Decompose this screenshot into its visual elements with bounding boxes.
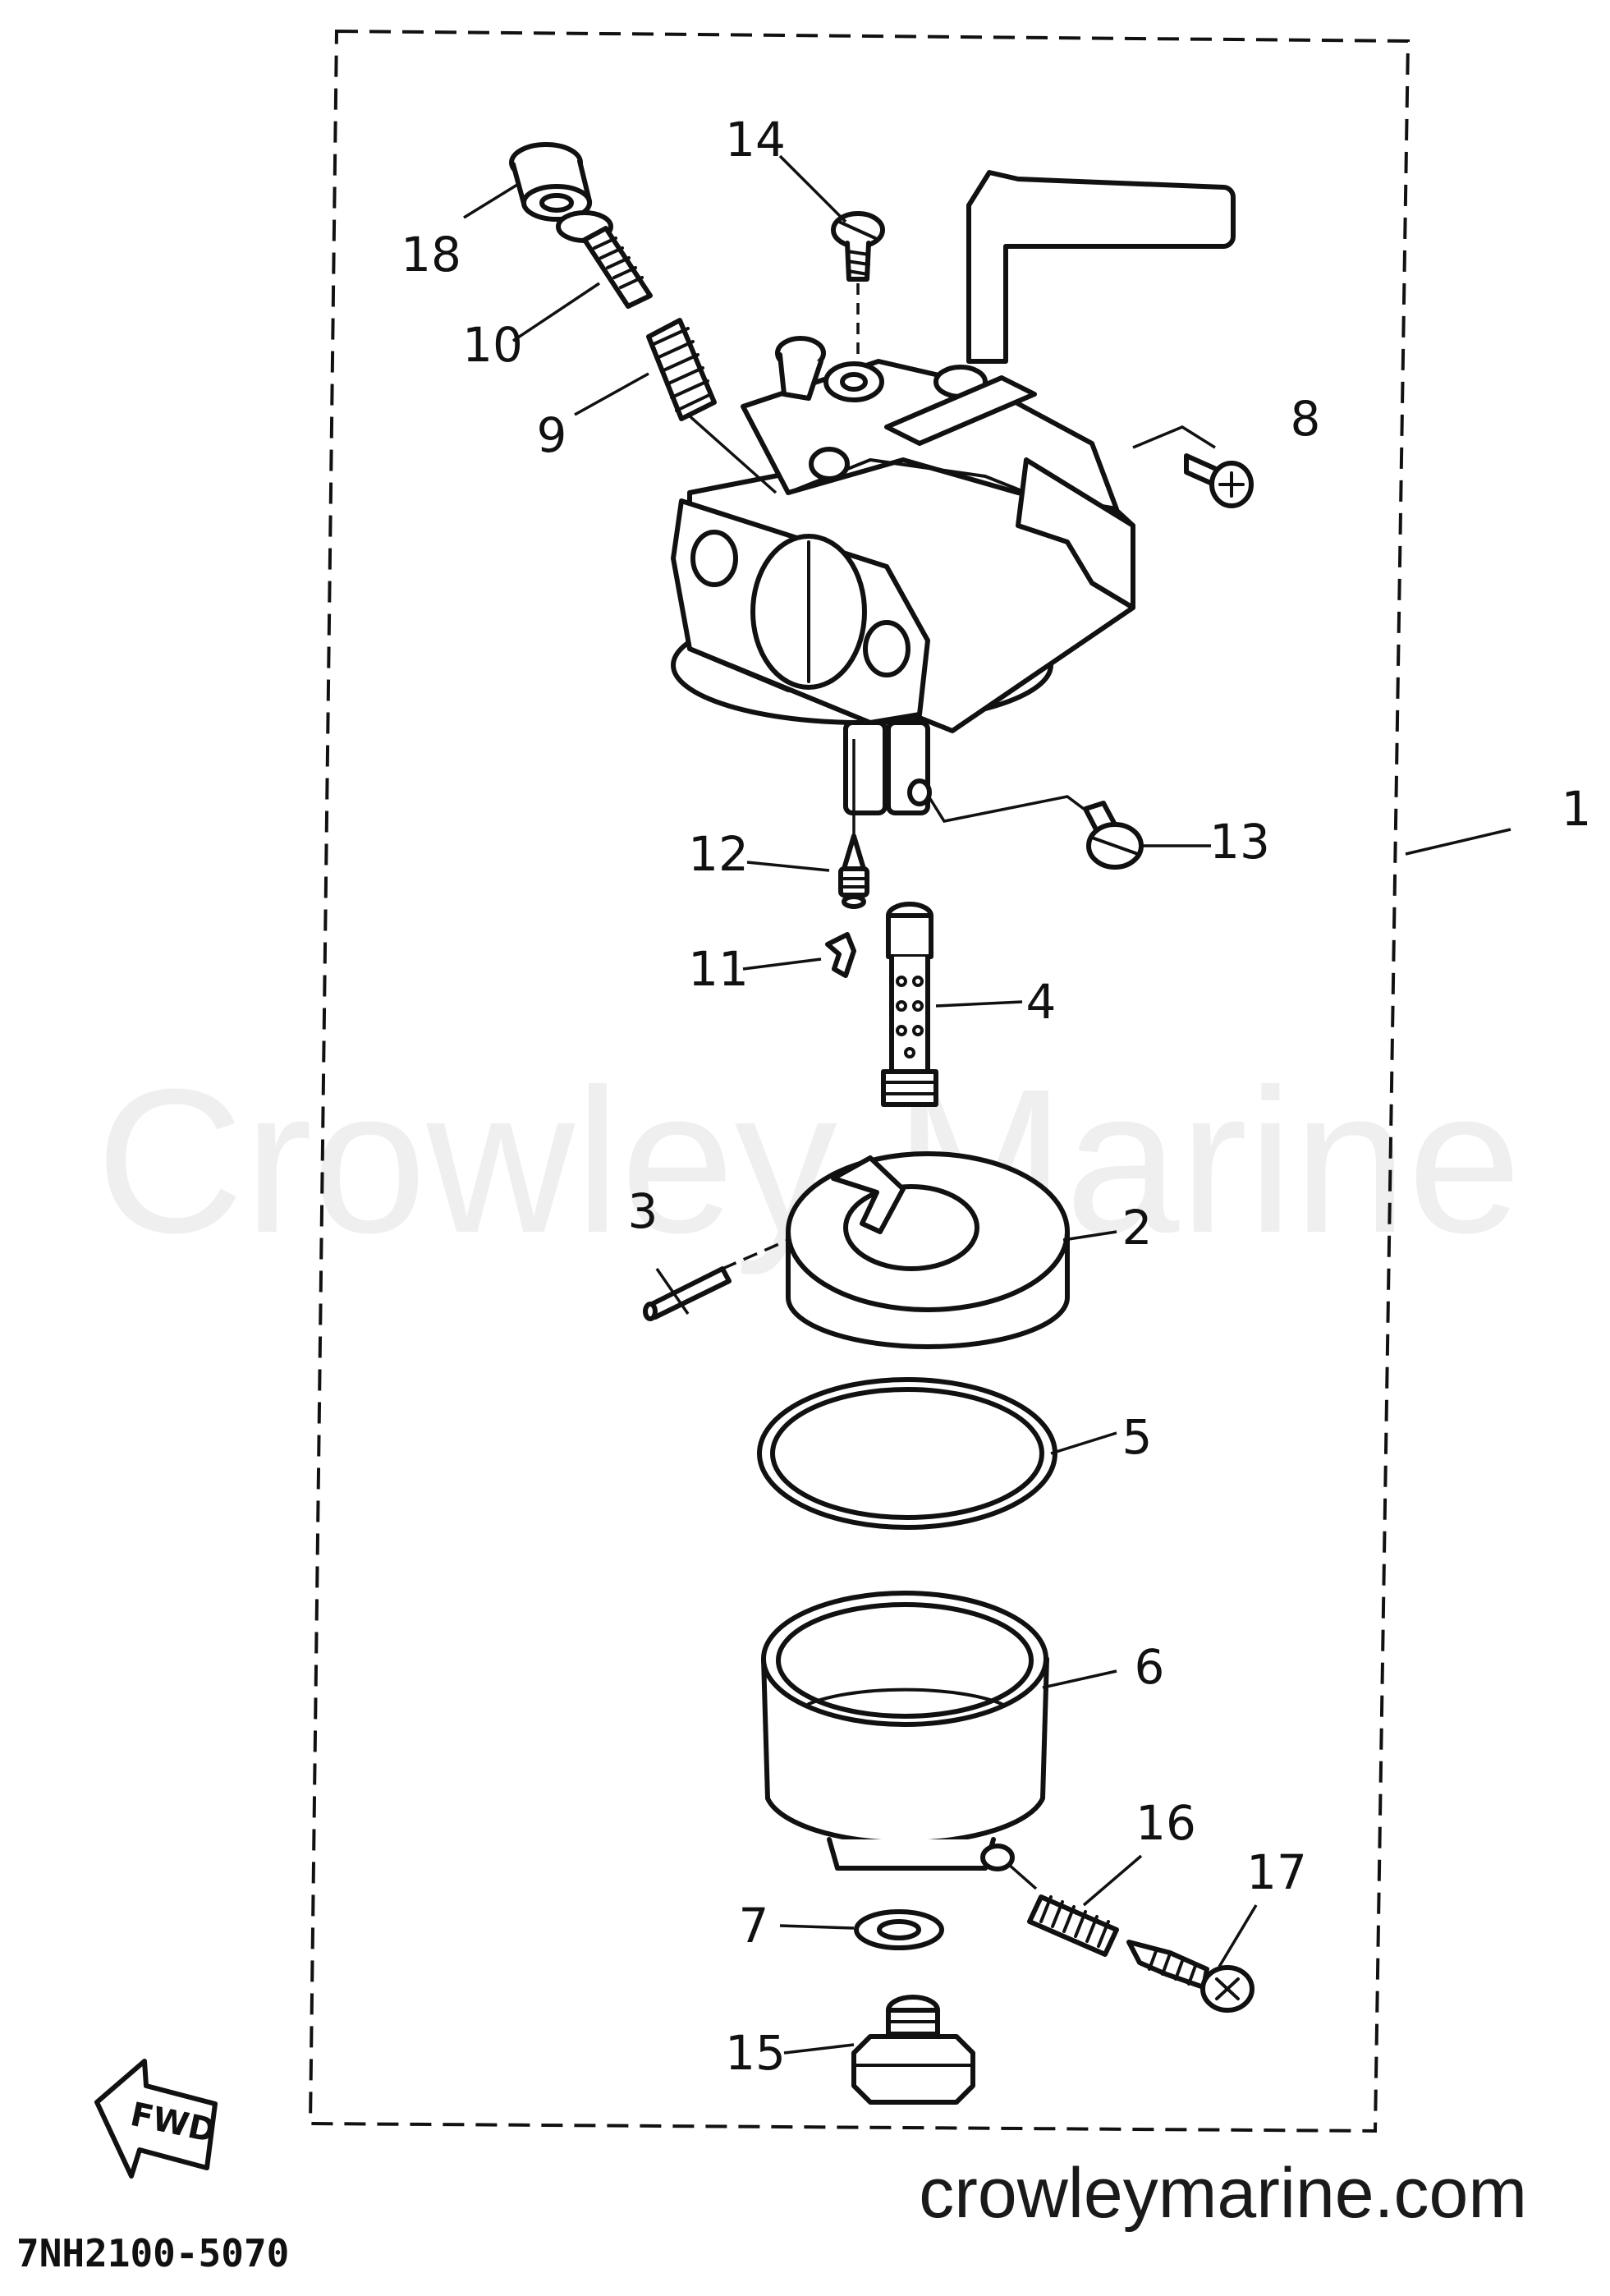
callout-2: 2 — [1122, 1200, 1153, 1256]
part-16-spring[interactable] — [1027, 1894, 1119, 1957]
callout-9: 9 — [537, 407, 567, 463]
callout-16: 16 — [1135, 1795, 1196, 1851]
callout-5: 5 — [1122, 1409, 1153, 1465]
callout-labels: 1 2 3 4 5 6 7 8 9 10 11 12 13 14 15 16 1… — [401, 112, 1591, 2081]
part-4-main-jet[interactable] — [881, 902, 938, 1107]
callout-12: 12 — [688, 826, 749, 882]
callout-10: 10 — [462, 317, 523, 373]
callout-6: 6 — [1135, 1639, 1165, 1695]
part-12-needle-valve[interactable] — [838, 833, 869, 909]
callout-13: 13 — [1209, 814, 1270, 870]
part-15-drain-plug[interactable] — [851, 1995, 975, 2105]
part-17-pilot-screw[interactable] — [1126, 1940, 1255, 2013]
callout-4: 4 — [1026, 974, 1057, 1030]
part-7-washer[interactable] — [854, 1909, 944, 1950]
part-6-float-bowl[interactable] — [761, 1591, 1049, 1871]
callout-1: 1 — [1562, 781, 1592, 837]
assembly-boundary — [308, 29, 1410, 2133]
part-3-pin[interactable] — [643, 1266, 732, 1321]
part-11-clip[interactable] — [825, 932, 856, 978]
part-18-cap[interactable] — [509, 142, 593, 222]
callout-15: 15 — [725, 2025, 786, 2081]
diagram-code: 7NH2100-5070 — [16, 2231, 289, 2275]
website-url: crowleymarine.com — [919, 2154, 1527, 2233]
callout-3: 3 — [628, 1183, 658, 1239]
part-5-gasket-ring[interactable] — [757, 1377, 1057, 1530]
part-8-screw[interactable] — [1184, 453, 1254, 508]
part-2-float[interactable] — [786, 1151, 1070, 1349]
callout-18: 18 — [401, 227, 461, 282]
callout-11: 11 — [688, 941, 749, 997]
callout-7: 7 — [739, 1898, 769, 1954]
part-13-screw[interactable] — [1083, 801, 1144, 870]
part-10-screw[interactable] — [556, 210, 653, 309]
callout-14: 14 — [725, 112, 786, 168]
part-14-screw[interactable] — [831, 211, 885, 282]
fwd-arrow: FWD — [94, 2059, 219, 2179]
carburetor-body[interactable] — [671, 170, 1236, 815]
callout-8: 8 — [1291, 391, 1321, 447]
callout-17: 17 — [1246, 1844, 1307, 1900]
part-9-spring[interactable] — [646, 318, 717, 421]
leader-lines — [463, 154, 1511, 2055]
